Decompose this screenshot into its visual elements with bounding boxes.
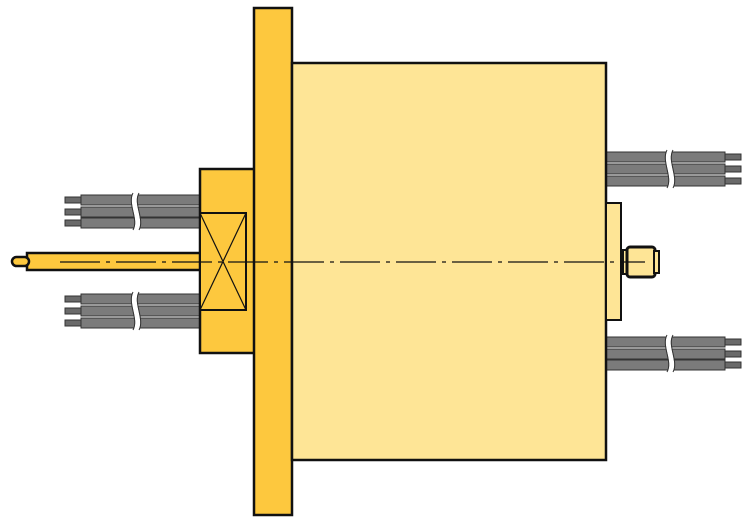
left-top-break-mark-outline <box>130 192 142 231</box>
left-top-break-mark <box>131 191 141 232</box>
right-top-wire-end <box>724 165 742 173</box>
right-top-wire-end <box>724 177 742 185</box>
right-top-wire <box>605 175 726 187</box>
wire-bundles <box>64 148 742 374</box>
left-bottom-break-mark-outline <box>130 291 142 331</box>
right-bottom-wire <box>605 348 726 360</box>
left-top-wire <box>80 194 202 206</box>
right-bottom-wire <box>605 359 726 371</box>
housing-body <box>290 61 608 462</box>
right-top-break-mark <box>665 148 675 190</box>
left-top-wire-end <box>64 208 82 216</box>
right-top-break-mark-outline <box>664 149 676 189</box>
right-bottom-break-mark <box>665 333 675 374</box>
left-top-wire <box>80 206 202 218</box>
shaft-tip <box>10 255 31 268</box>
left-top-wire-end <box>64 219 82 227</box>
right-bottom-break-mark-outline <box>664 334 676 373</box>
right-top-wire <box>605 163 726 175</box>
left-bottom-wire <box>80 293 202 305</box>
right-bottom-wire-end <box>724 338 742 346</box>
left-bottom-wire-end <box>64 307 82 315</box>
left-bottom-wire-end <box>64 319 82 327</box>
right-bottom-wire-end <box>724 350 742 358</box>
left-top-wire-end <box>64 196 82 204</box>
right-top-wire-end <box>724 153 742 161</box>
left-bottom-wire-end <box>64 295 82 303</box>
right-bottom-wire-end <box>724 361 742 369</box>
left-bottom-wire <box>80 305 202 317</box>
left-bottom-break-mark <box>131 290 141 332</box>
